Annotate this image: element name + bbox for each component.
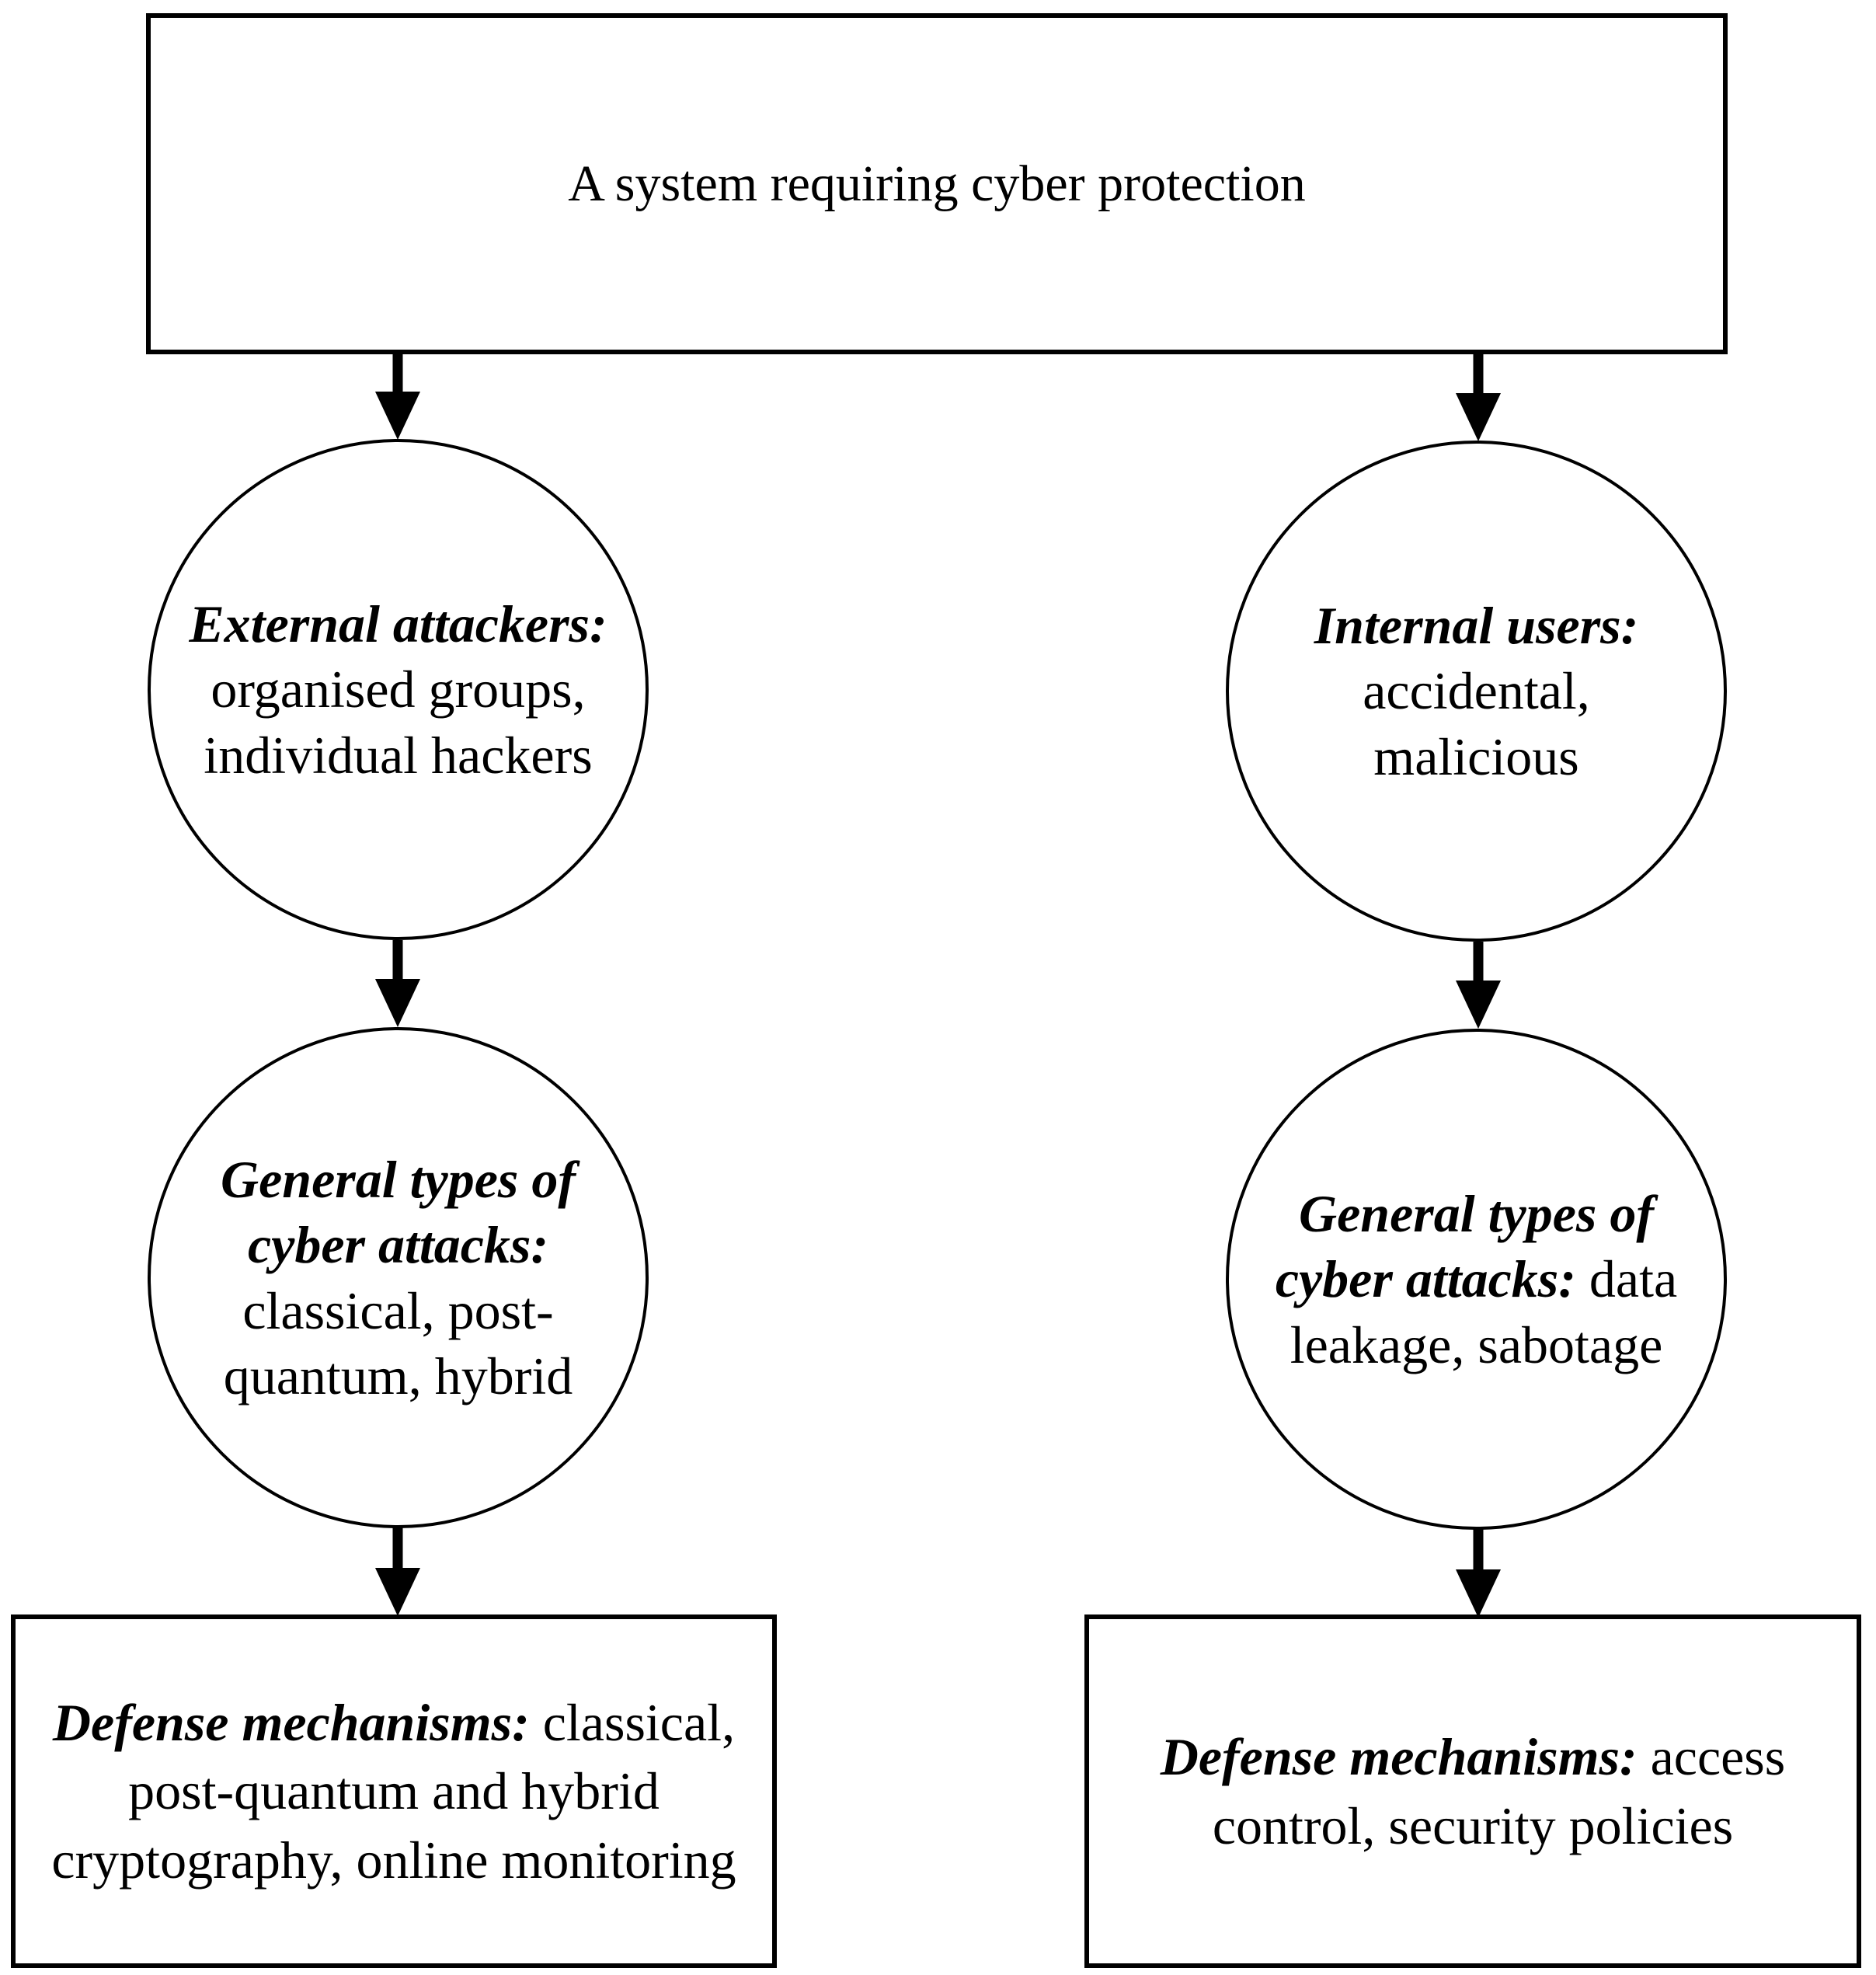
attacks-right-text: General types of cyber attacks: data lea… (1264, 1181, 1690, 1378)
arrow-internal-users-to-attacks (1455, 942, 1502, 1029)
attacks-right-circle: General types of cyber attacks: data lea… (1226, 1029, 1727, 1530)
arrow-head (375, 1568, 420, 1616)
defense-right-text: Defense mechanisms: access control, secu… (1089, 1722, 1857, 1860)
arrow-head (375, 979, 420, 1027)
arrow-system-to-external-attackers (374, 354, 421, 440)
arrow-shaft (1473, 942, 1484, 988)
attacks-left-lead: General types of cyber attacks: (220, 1149, 576, 1275)
defense-right-lead: Defense mechanisms: (1160, 1727, 1638, 1787)
external-attackers-body: organised groups, individual hackers (204, 660, 593, 785)
arrow-external-attackers-to-attacks (374, 940, 421, 1027)
arrow-attacks-to-defense-left (374, 1527, 421, 1616)
internal-users-text: Internal users: accidental, malicious (1264, 593, 1690, 789)
arrow-system-to-internal-users (1455, 354, 1502, 441)
attacks-left-text: General types of cyber attacks: classica… (186, 1147, 611, 1409)
defense-left-body: classical, post-quantum and hybrid crypt… (51, 1692, 736, 1890)
arrow-shaft (1473, 1528, 1484, 1576)
defense-left-box: Defense mechanisms: classical, post-quan… (11, 1614, 777, 1968)
arrow-shaft (1473, 354, 1484, 401)
attacks-right-lead: General types of cyber attacks: (1275, 1184, 1654, 1309)
arrow-shaft (392, 354, 403, 399)
arrow-head (1456, 1569, 1501, 1618)
external-attackers-text: External attackers: organised groups, in… (186, 591, 611, 788)
arrow-head (1456, 981, 1501, 1029)
internal-users-body: accidental, malicious (1363, 661, 1590, 786)
arrow-head (375, 392, 420, 440)
defense-right-body: access control, security policies (1212, 1727, 1786, 1855)
defense-left-text: Defense mechanisms: classical, post-quan… (16, 1688, 772, 1894)
internal-users-circle: Internal users: accidental, malicious (1226, 441, 1727, 942)
defense-right-box: Defense mechanisms: access control, secu… (1084, 1614, 1861, 1968)
arrow-shaft (392, 1527, 403, 1575)
external-attackers-lead: External attackers: (189, 594, 607, 654)
system-box-label: A system requiring cyber protection (568, 155, 1306, 212)
attacks-left-body: classical, post-quantum, hybrid (223, 1280, 573, 1405)
external-attackers-circle: External attackers: organised groups, in… (148, 439, 649, 940)
defense-left-lead: Defense mechanisms: (52, 1692, 530, 1752)
system-box: A system requiring cyber protection (146, 13, 1728, 354)
attacks-right-body: data leakage, sabotage (1290, 1249, 1678, 1374)
arrow-head (1456, 393, 1501, 441)
attacks-left-circle: General types of cyber attacks: classica… (148, 1027, 649, 1528)
arrow-attacks-to-defense-right (1455, 1528, 1502, 1618)
arrow-shaft (392, 940, 403, 987)
internal-users-lead: Internal users: (1314, 596, 1639, 656)
